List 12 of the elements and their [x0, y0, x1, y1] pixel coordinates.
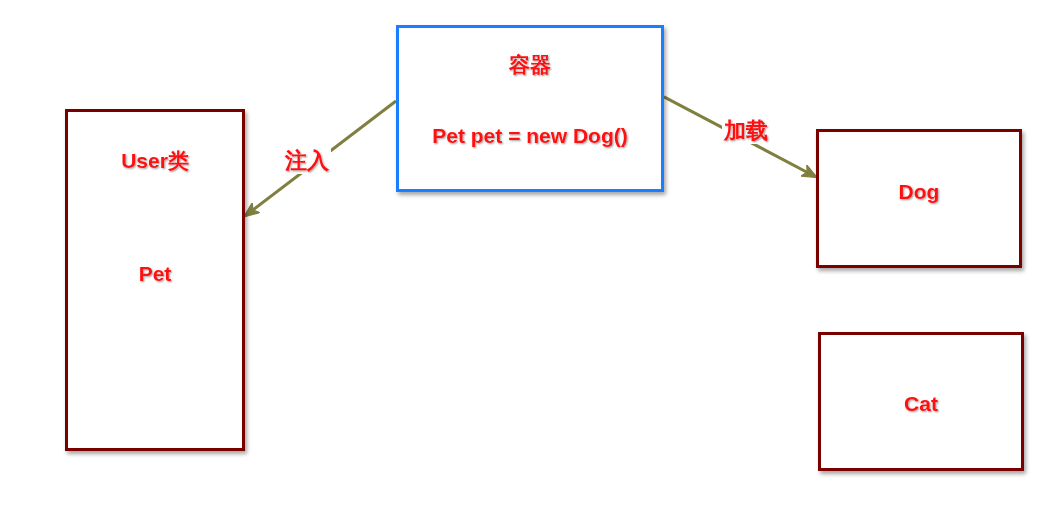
box-label: Cat: [903, 391, 939, 417]
box-label: User类: [120, 148, 190, 174]
edge-label: 加载: [722, 118, 770, 144]
box-label: Pet pet = new Dog(): [431, 123, 629, 149]
box: [396, 25, 664, 192]
box: [818, 332, 1024, 471]
box-label: Pet: [137, 261, 173, 287]
box: [65, 109, 245, 451]
box: [816, 129, 1022, 268]
edge-label: 注入: [283, 148, 331, 174]
box-label: 容器: [508, 52, 552, 78]
box-label: Dog: [897, 179, 941, 205]
